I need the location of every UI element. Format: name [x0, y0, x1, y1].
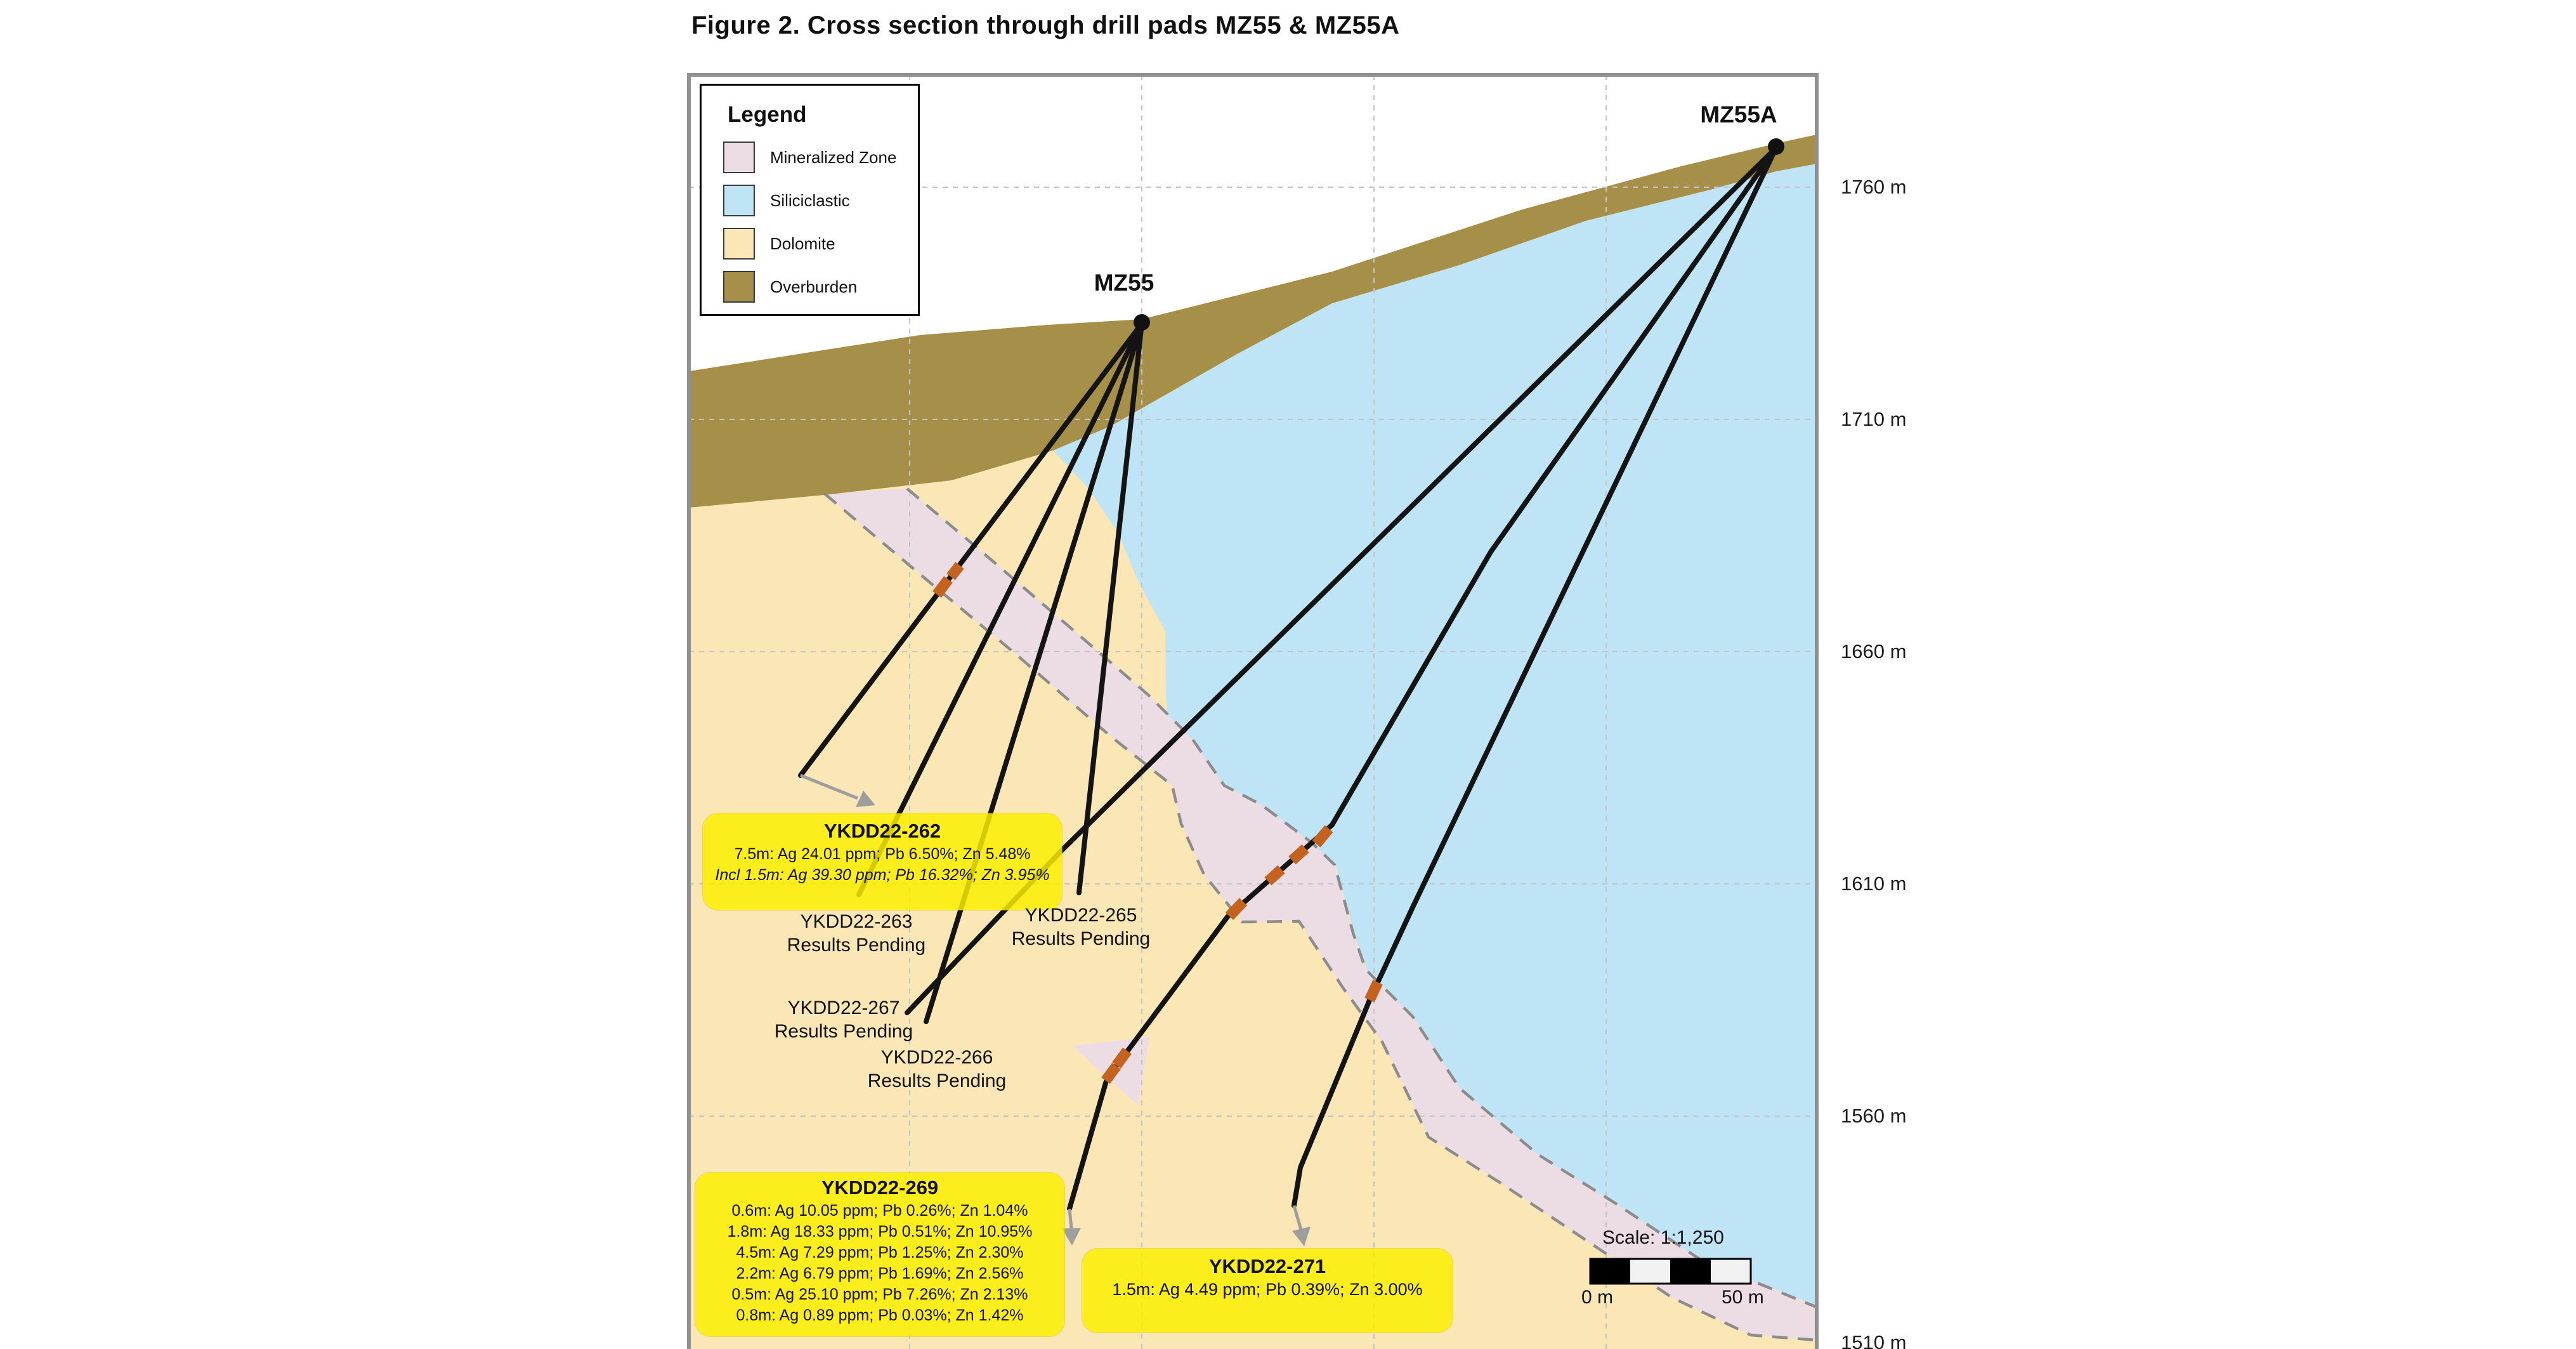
pad-label-mz55a: MZ55A — [1700, 102, 1777, 128]
scale-fifty-label: 50 m — [1722, 1287, 1764, 1308]
assay-line: 0.8m: Ag 0.89 ppm; Pb 0.03%; Zn 1.42% — [736, 1306, 1024, 1324]
assay-box-ykdd22-271: YKDD22-271 1.5m: Ag 4.49 ppm; Pb 0.39%; … — [1082, 1249, 1453, 1333]
legend-item-label: Dolomite — [770, 234, 835, 253]
hole-name: YKDD22-263 — [800, 911, 913, 932]
legend-title: Legend — [728, 102, 807, 127]
assay-line: 1.5m: Ag 4.49 ppm; Pb 0.39%; Zn 3.00% — [1112, 1280, 1423, 1299]
assay-line-included: Incl 1.5m: Ag 39.30 ppm; Pb 16.32%; Zn 3… — [715, 866, 1050, 884]
hole-name: YKDD22-269 — [821, 1176, 939, 1199]
legend-item-overburden: Overburden — [723, 271, 857, 303]
label-ykdd22-267: YKDD22-267 Results Pending — [775, 996, 913, 1043]
siliciclastic-swatch — [723, 185, 755, 216]
legend-item-siliciclastic: Siliciclastic — [723, 185, 850, 216]
mineralized-zone-swatch — [723, 141, 755, 173]
label-ykdd22-265: YKDD22-265 Results Pending — [1012, 904, 1150, 951]
trace-ykdd22-267 — [905, 145, 1779, 1015]
legend-item-label: Siliciclastic — [770, 190, 850, 210]
hole-name: YKDD22-267 — [787, 997, 900, 1018]
scale-label: Scale: 1:1,250 — [1602, 1227, 1724, 1248]
sky — [689, 75, 1817, 371]
assay-line: 4.5m: Ag 7.29 ppm; Pb 1.25%; Zn 2.30% — [736, 1244, 1024, 1261]
assay-box-ykdd22-269: YKDD22-269 0.6m: Ag 10.05 ppm; Pb 0.26%;… — [695, 1173, 1064, 1336]
elevation-label-1510: 1510 m — [1841, 1331, 1907, 1349]
elevation-label-1610: 1610 m — [1841, 872, 1907, 895]
intercept-markers — [932, 562, 1383, 1084]
assay-line: 2.2m: Ag 6.79 ppm; Pb 1.69%; Zn 2.56% — [736, 1265, 1024, 1282]
plot-frame — [687, 73, 1819, 1349]
overburden-unit — [689, 135, 1817, 508]
siliciclastic-unit — [1053, 164, 1817, 1306]
elevation-label-1760: 1760 m — [1841, 176, 1907, 198]
hole-status: Results Pending — [867, 1070, 1007, 1091]
hole-status: Results Pending — [787, 935, 926, 956]
collar-mz55 — [1134, 314, 1150, 331]
legend-item-dolomite: Dolomite — [723, 228, 835, 260]
overburden-swatch — [723, 271, 755, 303]
leader-arrows — [800, 773, 1311, 1246]
hole-status: Results Pending — [1011, 928, 1151, 949]
legend-item-mineralized-zone: Mineralized Zone — [723, 141, 896, 173]
legend: Legend Mineralized Zone Siliciclastic Do… — [700, 84, 920, 316]
legend-item-label: Overburden — [770, 277, 858, 296]
scale-bar — [1589, 1258, 1752, 1285]
figure-title: Figure 2. Cross section through drill pa… — [691, 11, 1400, 39]
trace-ykdd22-265 — [1076, 321, 1144, 895]
hole-name: YKDD22-271 — [1208, 1255, 1326, 1277]
elevation-label-1710: 1710 m — [1841, 408, 1907, 430]
pad-label-mz55: MZ55 — [1094, 270, 1154, 296]
elevation-label-1660: 1660 m — [1841, 640, 1907, 662]
assay-line: 1.8m: Ag 18.33 ppm; Pb 0.51%; Zn 10.95% — [727, 1223, 1033, 1240]
elevation-label-1560: 1560 m — [1841, 1105, 1907, 1127]
hole-name: YKDD22-262 — [823, 820, 941, 842]
collar-mz55a — [1768, 138, 1784, 155]
trace-ykdd22-262 — [798, 321, 1144, 778]
assay-line: 0.6m: Ag 10.05 ppm; Pb 0.26%; Zn 1.04% — [731, 1202, 1028, 1220]
dolomite-swatch — [723, 228, 755, 260]
hole-name: YKDD22-266 — [880, 1047, 993, 1068]
hole-status: Results Pending — [774, 1021, 913, 1042]
scale-zero-label: 0 m — [1581, 1287, 1614, 1308]
assay-line: 7.5m: Ag 24.01 ppm; Pb 6.50%; Zn 5.48% — [734, 845, 1031, 863]
mineralized-zone — [825, 489, 1817, 1340]
trace-ykdd22-263 — [856, 321, 1144, 897]
legend-item-label: Mineralized Zone — [770, 147, 897, 167]
label-ykdd22-263: YKDD22-263 Results Pending — [787, 910, 925, 957]
label-ykdd22-266: YKDD22-266 Results Pending — [868, 1046, 1006, 1093]
assay-box-ykdd22-262: YKDD22-262 7.5m: Ag 24.01 ppm; Pb 6.50%;… — [703, 813, 1062, 910]
hole-name: YKDD22-265 — [1024, 905, 1137, 926]
assay-line: 0.5m: Ag 25.10 ppm; Pb 7.26%; Zn 2.13% — [731, 1286, 1028, 1303]
